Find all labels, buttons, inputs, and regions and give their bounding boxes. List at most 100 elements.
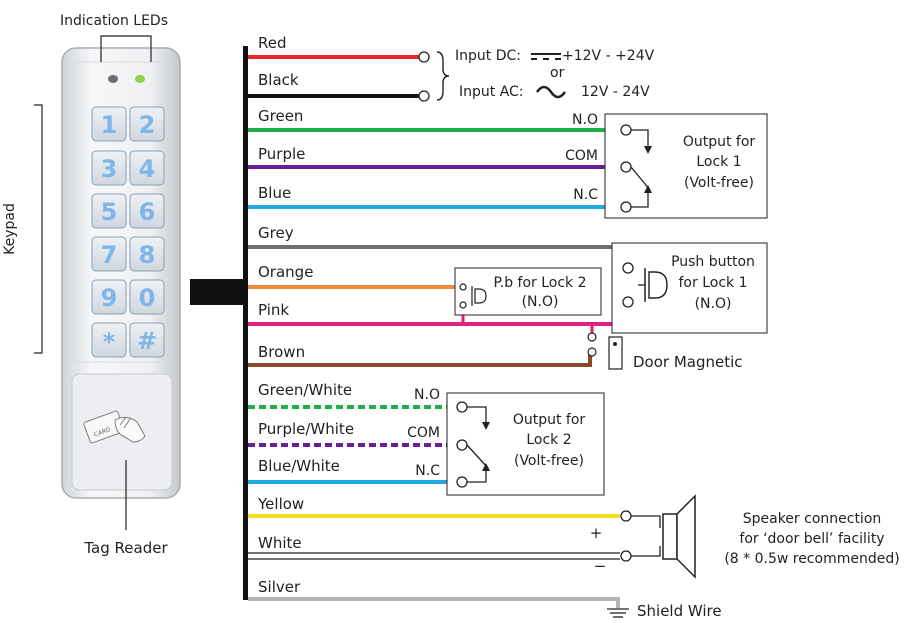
svg-text:(N.O): (N.O) [695,296,732,312]
wire-silver: Silver [248,578,620,608]
key-9: 9 [91,279,127,315]
keypad-bracket [34,104,43,354]
cable [190,279,246,305]
dc-symbol-icon [531,53,561,60]
svg-text:or: or [550,65,565,81]
svg-text:−: − [594,557,607,575]
svg-text:+12V - +24V: +12V - +24V [562,48,655,64]
svg-text:(Volt-free): (Volt-free) [514,453,584,469]
svg-text:Brown: Brown [258,343,305,361]
svg-text:Yellow: Yellow [257,495,304,513]
svg-text:4: 4 [139,155,156,183]
tag-reader-label: Tag Reader [83,539,168,557]
svg-text:N.C: N.C [573,187,598,203]
wire-black: Black [248,71,420,98]
key-4: 4 [129,150,165,186]
svg-text:Lock 2: Lock 2 [526,432,571,448]
led-off-icon [108,75,118,83]
wire-blue-white: Blue/White [248,457,452,484]
speaker-icon [662,494,696,579]
svg-text:Input DC:: Input DC: [455,48,521,64]
push-button-icon [638,268,668,302]
svg-text:2: 2 [139,111,156,139]
power-input: Input DC: +12V - +24V or Input AC: 12V -… [418,48,655,102]
svg-text:Speaker connection: Speaker connection [743,511,882,527]
svg-text:Black: Black [258,71,299,89]
push-button-lock2: P.b for Lock 2 (N.O) [454,267,602,316]
wire-blue: Blue [248,184,620,209]
svg-text:0: 0 [139,284,156,312]
ac-symbol-icon [535,85,567,99]
svg-text:(N.O): (N.O) [522,294,559,310]
card-hand-icon: CARD [83,410,146,444]
svg-text:Red: Red [258,34,287,52]
svg-text:#: # [137,327,157,355]
lock2-output-relay: N.O COM N.C Output for Lock 2 (Volt-free… [407,387,605,496]
svg-text:*: * [103,328,116,356]
svg-text:White: White [258,534,302,552]
svg-text:Purple: Purple [258,145,305,163]
svg-text:Blue/White: Blue/White [258,457,340,475]
svg-text:8: 8 [139,241,156,269]
svg-text:N.O: N.O [414,387,440,403]
svg-text:(8 * 0.5w recommended): (8 * 0.5w recommended) [724,551,899,567]
wire-purple-white: Purple/White [248,420,452,447]
svg-text:12V - 24V: 12V - 24V [581,84,650,100]
svg-text:COM: COM [565,148,598,164]
ground-icon [607,608,629,618]
svg-text:6: 6 [139,198,156,226]
key-2: 2 [129,106,165,142]
svg-text:N.O: N.O [572,112,598,128]
svg-text:Orange: Orange [258,263,313,281]
svg-text:Silver: Silver [258,578,301,596]
svg-text:Green: Green [258,107,303,125]
keypad-label: Keypad [2,203,18,255]
key-0: 0 [129,279,165,315]
svg-text:Lock 1: Lock 1 [696,154,741,170]
svg-text:Input AC:: Input AC: [459,84,524,100]
led-green-icon [135,75,145,83]
svg-text:9: 9 [101,284,118,312]
wire-white: White [248,534,620,560]
key-5: 5 [91,193,127,229]
svg-text:1: 1 [101,111,118,139]
door-magnetic: Door Magnetic [587,332,743,371]
wire-red: Red [248,34,420,59]
svg-text:(Volt-free): (Volt-free) [684,175,754,191]
wire-yellow: Yellow [248,495,620,518]
svg-text:Output for: Output for [683,134,756,150]
wire-grey: Grey [248,224,630,264]
svg-text:Purple/White: Purple/White [258,420,354,438]
wire-purple: Purple [248,145,620,169]
push-button-lock1: Push button for Lock 1 (N.O) [611,242,768,334]
svg-text:Blue: Blue [258,184,291,202]
svg-text:Output for: Output for [513,412,586,428]
svg-text:Push button: Push button [671,254,755,270]
svg-text:P.b for Lock 2: P.b for Lock 2 [493,275,586,291]
wire-green: Green [248,107,620,132]
keypad-device: 1 2 3 4 5 6 7 8 9 0 * # CARD [61,47,181,499]
shield-ground: Shield Wire [607,602,722,620]
svg-text:Pink: Pink [258,301,289,319]
svg-text:Grey: Grey [258,224,294,242]
svg-text:COM: COM [407,425,440,441]
key-star: * [91,322,127,358]
svg-text:Green/White: Green/White [258,381,352,399]
magnet-sensor-icon [608,336,623,370]
svg-text:N.C: N.C [415,463,440,479]
svg-text:Shield Wire: Shield Wire [637,602,722,620]
wire-green-white: Green/White [248,381,452,409]
key-hash: # [129,322,165,358]
svg-text:5: 5 [101,198,118,226]
keypad-keys: 1 2 3 4 5 6 7 8 9 0 * # [91,106,165,358]
wire-orange: Orange [248,263,463,289]
svg-text:3: 3 [101,155,118,183]
push-button-small-icon [471,286,487,306]
lock1-output-relay: N.O COM N.C Output for Lock 1 (Volt-free… [565,112,768,219]
svg-text:for ‘door bell’ facility: for ‘door bell’ facility [739,531,884,547]
leds-bracket [100,35,152,62]
svg-text:7: 7 [101,241,118,269]
key-7: 7 [91,236,127,272]
svg-text:+: + [590,524,603,542]
